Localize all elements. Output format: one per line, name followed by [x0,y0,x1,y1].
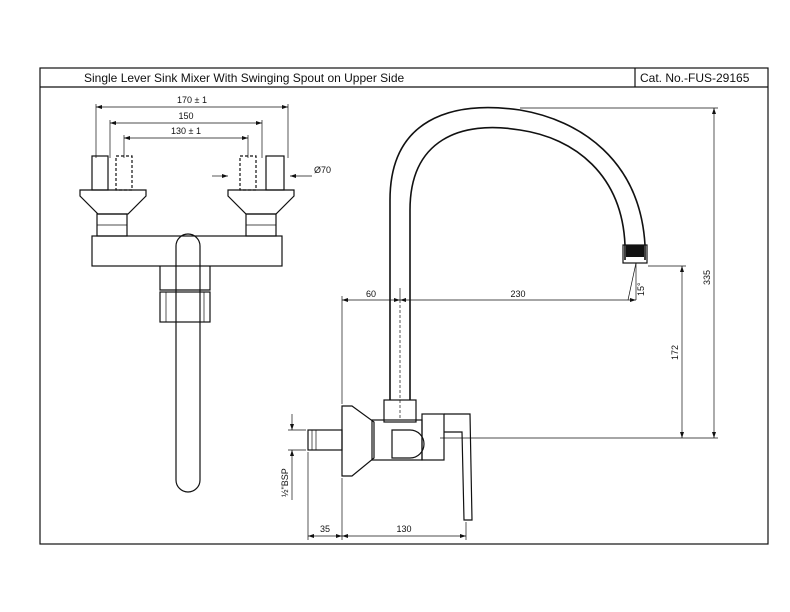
dim-label-35: 35 [320,524,330,534]
cartridge-housing [159,291,211,323]
valve-body [371,419,423,461]
arrow [242,136,248,140]
arrow [460,534,466,538]
left-wall-flange [79,189,147,215]
angle-label: 15° [636,282,646,296]
arrow [712,108,716,114]
arrow [342,298,348,302]
arrow [712,432,716,438]
arrow [256,121,262,125]
angle-line [627,262,637,301]
spout-front [175,233,201,493]
aerator-tip [626,245,644,257]
dim-label-dia70: Ø70 [314,165,331,175]
dim-label-170: 170 ± 1 [177,95,207,105]
left-inlet-pipe [91,155,109,191]
spout-inner-curve [409,126,626,400]
arrow [96,105,102,109]
side-view: 15° ½"BSP 60 230 [280,106,718,540]
dim-label-172: 172 [670,345,680,360]
body-neck [159,266,211,291]
side-inlet-connector [307,429,343,451]
catalog-number: Cat. No.-FUS-29165 [640,71,750,85]
arrow [222,174,228,178]
mixer-body [91,235,283,267]
arrow [680,432,684,438]
dim-label-130-base: 130 [396,524,411,534]
arrow [290,450,294,456]
drawing-title: Single Lever Sink Mixer With Swinging Sp… [84,71,404,85]
valve-cap [391,429,425,459]
arrow [308,534,314,538]
arrow [630,298,636,302]
arrow [342,534,348,538]
arrow [110,121,116,125]
drawing-frame [39,67,769,545]
left-inlet-pipe-hidden [115,155,133,191]
side-wall-flange [341,405,375,477]
dim-label-335: 335 [702,270,712,285]
arrow [290,424,294,430]
right-wall-flange [227,189,295,215]
spout-collar [383,399,417,423]
dim-label-60: 60 [366,289,376,299]
arrow [394,298,400,302]
thread-label: ½"BSP [280,468,290,497]
arrow [282,105,288,109]
lever-handle [444,413,473,521]
dim-label-130: 130 ± 1 [171,126,201,136]
front-view: 170 ± 1 150 130 ± 1 Ø70 [79,95,331,493]
right-inlet-pipe [265,155,285,191]
lever-base [421,413,445,461]
arrow [680,266,684,272]
arrow [124,136,130,140]
arrow [400,298,406,302]
arrow [336,534,342,538]
arrow [290,174,296,178]
dim-label-150: 150 [178,111,193,121]
right-inlet-pipe-hidden [239,155,257,191]
spout-outer-curve [389,106,646,400]
dim-label-230: 230 [510,289,525,299]
